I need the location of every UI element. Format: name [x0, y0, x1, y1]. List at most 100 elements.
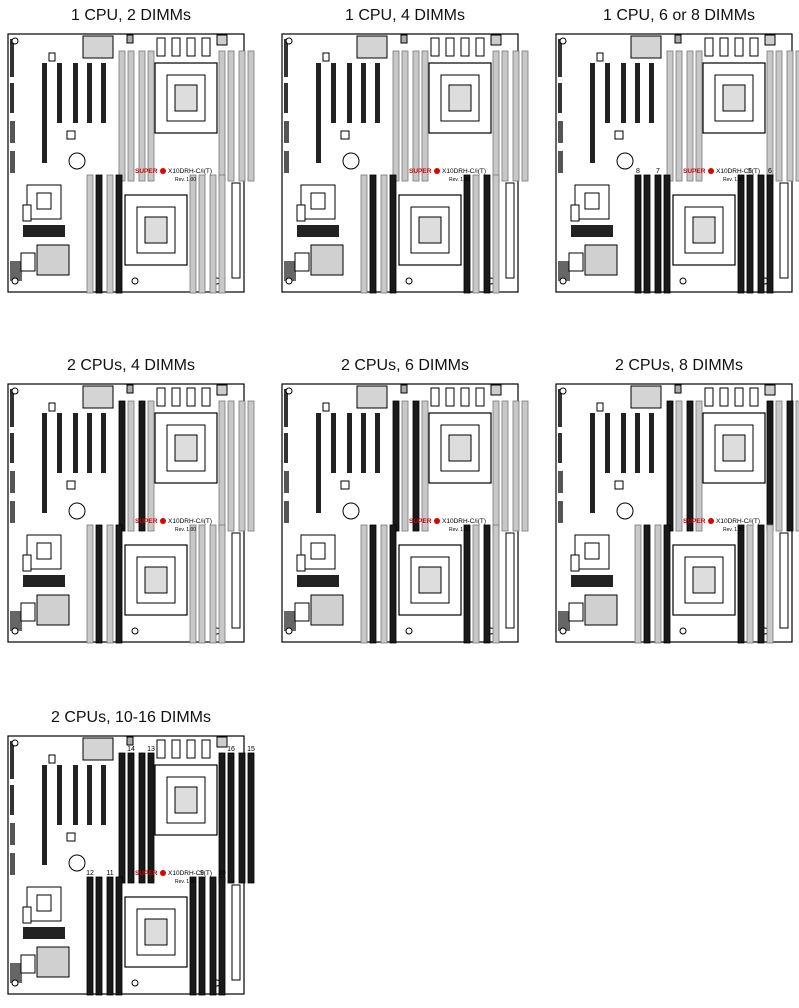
pcie-slot: [316, 413, 321, 513]
dimm-slot-c1: [483, 174, 491, 294]
dimm-slot-b2: [654, 174, 662, 294]
lan-port: [445, 387, 455, 407]
sata-header: [297, 225, 339, 237]
io-port: [400, 34, 408, 44]
cpu1-die: [144, 918, 168, 946]
header-block: [614, 130, 624, 140]
edge-connector: [558, 389, 562, 427]
vga-chip: [82, 35, 114, 59]
io-port: [126, 34, 134, 44]
revision-label: Rev. 1.00: [723, 527, 744, 533]
lan-port: [460, 37, 470, 57]
dimm-slot-e2: [675, 400, 683, 532]
lan-port: [430, 37, 440, 57]
dimm-slot-b2: [380, 524, 388, 644]
cpu1-die: [418, 566, 442, 594]
dimm-slot-h2: [247, 752, 255, 884]
mount-hole: [679, 277, 687, 285]
brand-dot: [708, 518, 714, 524]
fan-header: [568, 252, 584, 272]
dimm-slot-g2: [227, 50, 235, 182]
edge-connector: [284, 501, 289, 523]
dimm-slot-h2: [521, 400, 529, 532]
model-label: X10DRH-C/i(T): [168, 870, 212, 877]
lan-port: [475, 37, 485, 57]
cpu2-die: [174, 434, 198, 462]
storage-controller: [36, 244, 70, 276]
model-label: X10DRH-C/i(T): [716, 168, 760, 175]
edge-connector: [10, 389, 14, 427]
dimm-slot-h1: [238, 752, 246, 884]
header-block: [614, 480, 624, 490]
edge-connector: [10, 785, 14, 815]
dimm-slot-a1: [95, 174, 103, 294]
config-title: 1 CPU, 6 or 8 DIMMs: [602, 7, 756, 24]
dimm-number-label: 15: [247, 746, 255, 753]
usb-header: [296, 554, 306, 572]
lan-port: [156, 387, 166, 407]
vga-chip: [82, 385, 114, 409]
edge-connector: [10, 121, 15, 143]
dimm-slot-a2: [360, 524, 368, 644]
pcie-slot: [590, 63, 595, 163]
vga-chip: [356, 385, 388, 409]
chipset-die: [36, 542, 52, 560]
pcie-slot: [87, 765, 92, 825]
revision-label: Rev. 1.00: [175, 879, 196, 885]
vga-chip: [82, 737, 114, 761]
pcie-slot: [57, 63, 62, 123]
edge-connector: [558, 501, 563, 523]
brand-dot: [160, 168, 166, 174]
io-port: [126, 384, 134, 394]
battery-icon: [68, 152, 86, 170]
revision-label: Rev. 1.00: [449, 177, 470, 183]
model-label: X10DRH-C/i(T): [168, 518, 212, 525]
cpu2-die: [722, 434, 746, 462]
dimm-slot-b2: [106, 876, 114, 996]
lan-port: [719, 387, 729, 407]
dimm-slot-e2: [127, 400, 135, 532]
io-port: [216, 384, 228, 396]
dimm-slot-g2: [775, 400, 783, 532]
storage-controller: [36, 946, 70, 978]
pcie-slot: [331, 413, 336, 473]
edge-connector: [10, 501, 15, 523]
dimm-slot-c1: [757, 174, 765, 294]
edge-connector: [284, 39, 288, 77]
fan-header: [294, 252, 310, 272]
vga-chip: [630, 385, 662, 409]
battery-icon: [616, 152, 634, 170]
lan-port: [719, 37, 729, 57]
cpu2-die: [174, 84, 198, 112]
lan-port: [186, 387, 196, 407]
dimm-slot-e2: [675, 50, 683, 182]
jumper: [596, 52, 604, 62]
pcie-slot: [347, 63, 352, 123]
battery-icon: [68, 854, 86, 872]
jumper: [48, 754, 56, 764]
dimm-slot-f2: [147, 752, 155, 884]
pcie-slot: [73, 765, 78, 825]
brand-label: SUPER: [135, 168, 158, 175]
dimm-slot-g1: [492, 50, 500, 182]
pcie-slot: [635, 63, 640, 123]
vga-chip: [630, 35, 662, 59]
dimm-slot-h2: [795, 400, 799, 532]
jumper: [322, 402, 330, 412]
dimm-slot-g1: [766, 400, 774, 532]
lan-port: [171, 387, 181, 407]
dimm-number-label: 7: [656, 168, 660, 175]
edge-connector: [10, 83, 14, 113]
lan-port: [704, 37, 714, 57]
cpu2-die: [174, 786, 198, 814]
dimm-slot-e2: [127, 50, 135, 182]
mount-hole: [11, 387, 19, 395]
mount-hole: [131, 627, 139, 635]
dimm-slot-a2: [634, 174, 642, 294]
edge-connector: [558, 39, 562, 77]
